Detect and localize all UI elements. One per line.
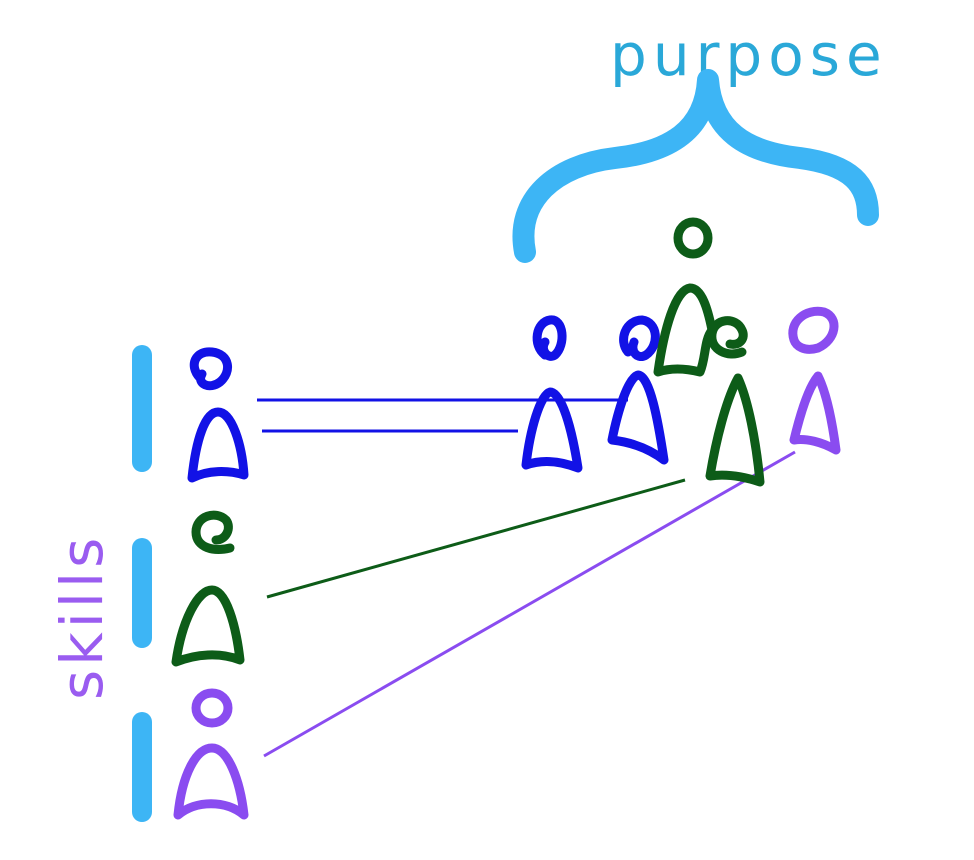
- person-green-team: [705, 316, 765, 487]
- person-purple-left: [173, 688, 249, 820]
- purpose-label: purpose: [610, 21, 888, 89]
- person-blue-team-1: [521, 315, 583, 473]
- purpose-brace: [512, 69, 879, 263]
- person-green-leader: [653, 217, 717, 377]
- connector-green: [266, 478, 686, 599]
- skills-label: skills: [48, 534, 116, 700]
- person-green-left: [171, 510, 245, 667]
- connector-purple: [263, 450, 796, 758]
- person-blue-left: [187, 347, 249, 483]
- person-purple-team: [788, 306, 841, 455]
- person-blue-team-2: [607, 315, 669, 465]
